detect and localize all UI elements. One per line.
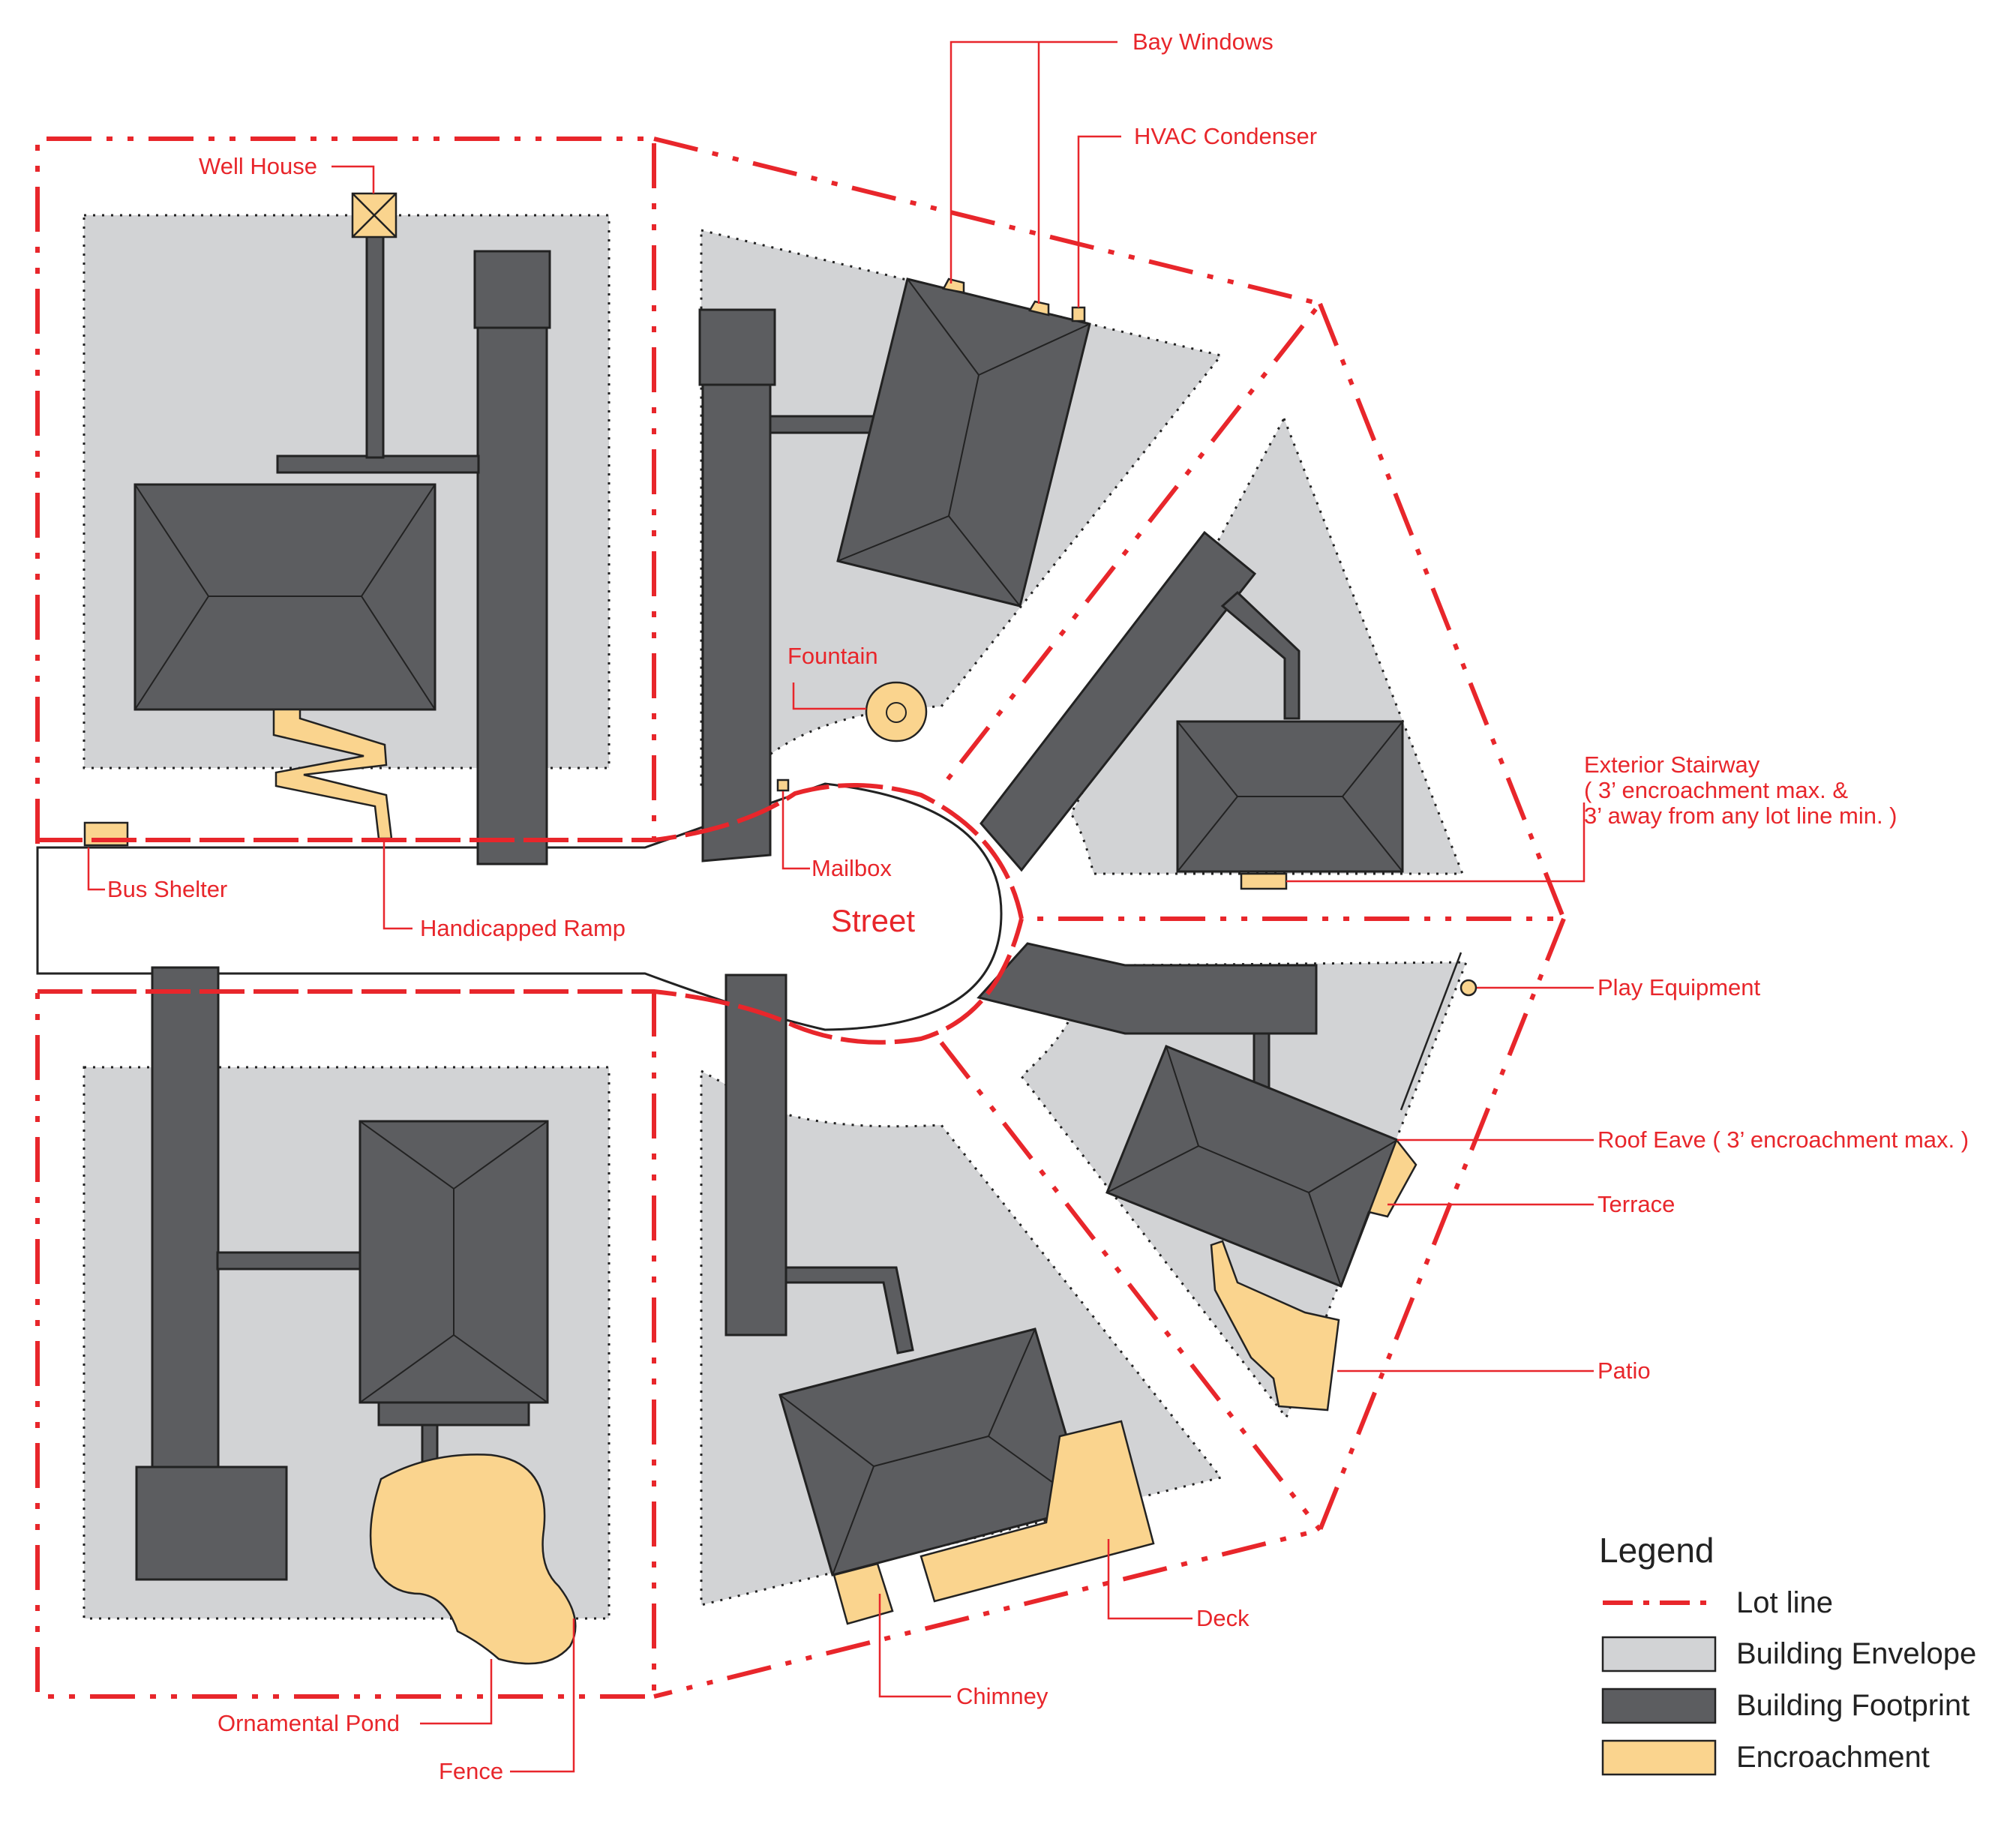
- footprint-n-garage: [698, 308, 776, 386]
- footprint-nw-well-walk: [365, 235, 385, 459]
- bay-window-2: [1028, 300, 1050, 316]
- label-patio: Patio: [1598, 1358, 1651, 1384]
- play-equipment-icon: [1460, 979, 1478, 997]
- legend-lot-line-label: Lot line: [1736, 1586, 1833, 1619]
- label-handicapped-ramp: Handicapped Ramp: [420, 915, 626, 941]
- roof-ne: [1177, 721, 1403, 872]
- label-exterior-stairway-line1: ( 3’ encroachment max. &: [1584, 777, 1848, 803]
- label-bay-windows: Bay Windows: [1132, 28, 1274, 55]
- label-ornamental-pond: Ornamental Pond: [218, 1710, 400, 1736]
- leader-handicapped-ramp: [382, 840, 412, 930]
- footprint-n-driveway: [701, 383, 772, 862]
- terrace: [1340, 1138, 1418, 1287]
- roof-nw: [134, 484, 436, 710]
- callout-labels: Bay Windows HVAC Condenser Well House Fo…: [107, 28, 1969, 1784]
- label-deck: Deck: [1196, 1605, 1250, 1631]
- leader-hvac: [1077, 135, 1121, 308]
- well-house-cross: [352, 193, 397, 238]
- label-exterior-stairway: Exterior Stairway: [1584, 752, 1760, 778]
- roof-e: [1106, 1046, 1398, 1287]
- mailbox: [776, 778, 790, 792]
- lot-line-front-north: [38, 783, 1024, 920]
- label-chimney: Chimney: [956, 1683, 1048, 1709]
- lot-line-northeast: [1022, 302, 1568, 921]
- legend-title: Legend: [1599, 1531, 1714, 1570]
- footprint-sw-garage: [135, 1466, 288, 1581]
- legend: Legend Lot line Building Envelope Buildi…: [1599, 1531, 1976, 1776]
- footprint-se-driveway: [724, 974, 788, 1336]
- leader-fence: [510, 1618, 575, 1773]
- street-label: Street: [831, 903, 915, 938]
- legend-encroachment-swatch: [1601, 1739, 1717, 1776]
- leader-fountain: [792, 682, 866, 710]
- deck: [920, 1420, 1155, 1603]
- fence-icon: [1400, 952, 1462, 1111]
- lot-line-southwest: [35, 992, 656, 1699]
- exterior-stairway: [1240, 872, 1288, 890]
- lot-line-north: [653, 136, 1324, 789]
- leader-ornamental-pond: [420, 1659, 493, 1725]
- footprint-sw-driveway: [151, 966, 220, 1470]
- label-well-house: Well House: [199, 153, 317, 179]
- hvac-condenser: [1071, 306, 1086, 322]
- legend-footprint-swatch: [1601, 1688, 1717, 1724]
- footprint-ne-driveway: [980, 530, 1257, 872]
- label-exterior-stairway-line2: 3’ away from any lot line min. ): [1584, 802, 1898, 829]
- label-bus-shelter: Bus Shelter: [107, 876, 227, 902]
- bay-window-1: [942, 278, 965, 294]
- footprint-ne-walk: [1220, 590, 1300, 720]
- patio: [1210, 1240, 1340, 1412]
- legend-encroachment-label: Encroachment: [1736, 1741, 1930, 1774]
- label-roof-eave: Roof Eave ( 3’ encroachment max. ): [1598, 1126, 1969, 1153]
- lot-line-northwest: [35, 136, 656, 844]
- roof-sw: [359, 1120, 548, 1403]
- chimney: [832, 1562, 894, 1625]
- fountain-icon: [886, 702, 907, 723]
- leader-bay-windows: [950, 40, 1118, 304]
- leader-well-house: [332, 165, 375, 194]
- footprint-se-walk: [784, 1266, 914, 1354]
- leader-mailbox: [782, 791, 810, 870]
- label-play-equipment: Play Equipment: [1598, 974, 1761, 1000]
- leader-exterior-stairway: [1286, 802, 1586, 883]
- footprint-sw-walk: [216, 1251, 363, 1270]
- fountain-base: [865, 681, 928, 742]
- leader-bus-shelter: [87, 848, 105, 891]
- label-hvac-condenser: HVAC Condenser: [1134, 123, 1317, 149]
- legend-envelope-swatch: [1601, 1636, 1717, 1672]
- footprint-nw-driveway: [476, 326, 548, 866]
- label-terrace: Terrace: [1598, 1191, 1675, 1217]
- building-footprints: [134, 235, 1404, 1581]
- ornamental-pond: [369, 1454, 577, 1665]
- callout-leaders: [87, 40, 1594, 1773]
- legend-footprint-label: Building Footprint: [1736, 1689, 1970, 1722]
- roof-n: [837, 278, 1090, 607]
- lot-line-southeast-outer: [653, 917, 1566, 1699]
- footprint-nw-garage: [473, 250, 551, 329]
- label-mailbox: Mailbox: [812, 855, 892, 881]
- lot-line-southeast-inner: [939, 1041, 1322, 1532]
- label-fountain: Fountain: [788, 643, 878, 669]
- lot-lines: [35, 136, 1568, 1699]
- leader-deck: [1107, 1539, 1192, 1620]
- fence-line: [1400, 952, 1478, 1111]
- label-fence: Fence: [439, 1758, 503, 1784]
- footprint-e-driveway: [976, 942, 1318, 1035]
- footprint-sw-porch: [377, 1401, 530, 1426]
- lot-line-front-south: [38, 918, 1024, 1045]
- legend-envelope-label: Building Envelope: [1736, 1637, 1976, 1670]
- footprint-n-walk: [769, 415, 877, 434]
- leader-chimney: [878, 1594, 951, 1698]
